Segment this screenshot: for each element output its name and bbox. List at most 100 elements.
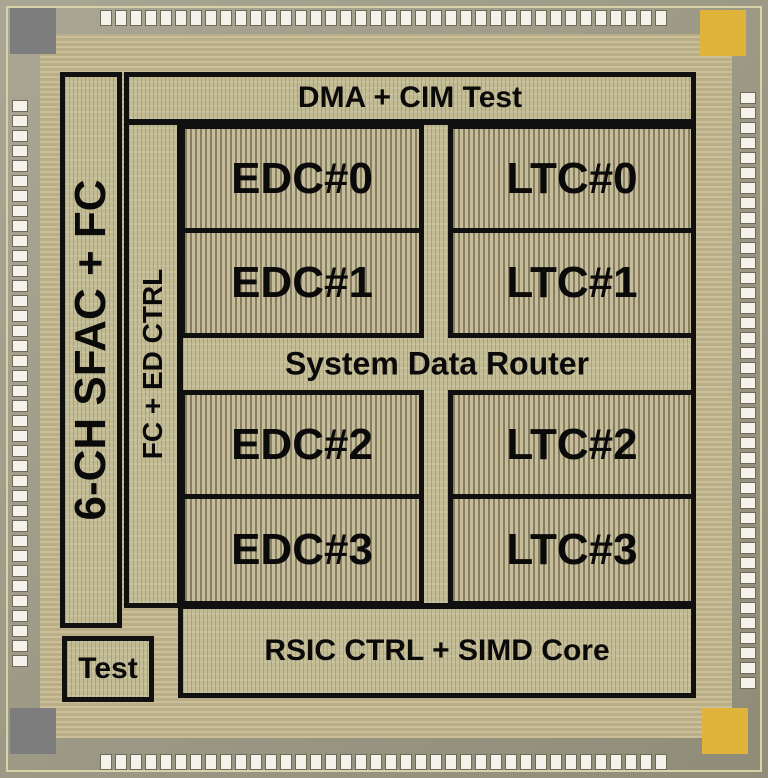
io-pad [520,10,532,26]
io-pad [740,317,756,329]
io-pad [12,205,28,217]
io-pad [12,580,28,592]
io-pad [520,754,532,770]
io-pad [370,10,382,26]
io-pad [310,10,322,26]
io-pad [12,325,28,337]
io-pad [265,754,277,770]
block-rsic-simd-label: RSIC CTRL + SIMD Core [264,634,610,667]
io-pad [400,10,412,26]
io-pad [12,550,28,562]
io-pad [12,340,28,352]
block-rsic-simd: RSIC CTRL + SIMD Core [178,604,696,698]
io-pad [740,197,756,209]
io-pad [550,10,562,26]
io-pad [740,617,756,629]
io-pad [640,10,652,26]
block-ltc0-label: LTC#0 [506,154,638,203]
block-edc0-label: EDC#0 [231,154,373,203]
io-pad [12,625,28,637]
io-pad [740,242,756,254]
io-pad [740,257,756,269]
io-pad [740,647,756,659]
io-pad [100,10,112,26]
io-pad [740,407,756,419]
block-test-label: Test [78,652,138,685]
io-pad [740,602,756,614]
io-pad [740,212,756,224]
io-pad [12,190,28,202]
corner-pad-bottom-right [702,708,748,754]
io-pads-top [100,10,667,26]
io-pad [205,10,217,26]
io-pad [295,754,307,770]
io-pad [12,295,28,307]
io-pad [535,10,547,26]
io-pad [580,10,592,26]
io-pad [400,754,412,770]
io-pad [12,535,28,547]
io-pad [740,287,756,299]
io-pad [740,632,756,644]
io-pad [595,10,607,26]
io-pad [12,355,28,367]
io-pad [355,10,367,26]
io-pad [160,754,172,770]
block-edc1-label: EDC#1 [231,258,373,307]
io-pad [655,10,667,26]
io-pad [12,490,28,502]
io-pad [340,10,352,26]
io-pad [115,10,127,26]
io-pad [740,542,756,554]
io-pad [640,754,652,770]
io-pad [610,754,622,770]
io-pad [190,754,202,770]
io-pad [325,10,337,26]
io-pad [490,754,502,770]
io-pad [625,10,637,26]
io-pad [130,754,142,770]
io-pad [740,497,756,509]
io-pad [12,250,28,262]
io-pad [415,10,427,26]
io-pad [235,754,247,770]
io-pad [475,754,487,770]
block-dma-cim-test: DMA + CIM Test [124,72,696,124]
io-pad [12,130,28,142]
io-pad [250,10,262,26]
io-pad [12,505,28,517]
io-pad [145,754,157,770]
io-pad [740,572,756,584]
io-pad [740,557,756,569]
io-pad [12,265,28,277]
io-pad [740,122,756,134]
io-pad [565,10,577,26]
io-pad [580,754,592,770]
io-pad [12,655,28,667]
corner-pad-top-right [700,10,746,56]
io-pad [430,754,442,770]
io-pad [12,310,28,322]
io-pad [740,662,756,674]
io-pad [430,10,442,26]
io-pad [740,92,756,104]
io-pad [12,370,28,382]
block-fc-ed-ctrl: FC + ED CTRL [124,120,182,608]
io-pad [235,10,247,26]
io-pad [12,460,28,472]
io-pad [12,415,28,427]
io-pad [595,754,607,770]
io-pad [490,10,502,26]
io-pad [740,677,756,689]
seal-ring [6,6,762,772]
block-ltc1-label: LTC#1 [506,258,638,307]
io-pad [740,422,756,434]
io-pad [12,385,28,397]
io-pad [130,10,142,26]
block-ltc3-label: LTC#3 [506,525,638,574]
io-pad [12,640,28,652]
io-pad [385,10,397,26]
io-pad [460,10,472,26]
io-pad [12,145,28,157]
